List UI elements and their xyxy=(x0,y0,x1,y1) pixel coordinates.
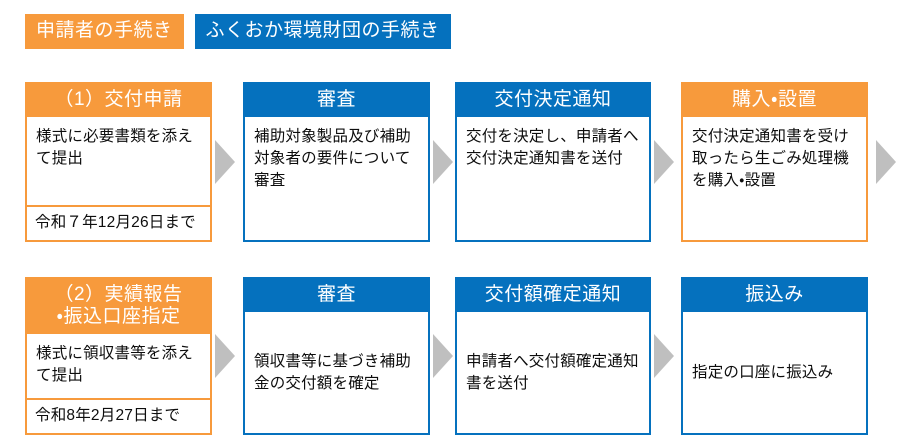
step-box-amount-confirmation-notice[interactable]: 交付額確定通知 申請者へ交付額確定通知書を送付 xyxy=(455,277,651,435)
step-box-bank-transfer[interactable]: 振込み 指定の口座に振込み xyxy=(681,277,868,435)
step-header: 交付決定通知 xyxy=(457,84,649,118)
flow-arrow-icon xyxy=(433,334,453,378)
flow-row-1: （1）交付申請 様式に必要書類を添えて提出 令和７年12月26日まで 審査 補助… xyxy=(0,82,901,242)
step-box-grant-decision-notice[interactable]: 交付決定通知 交付を決定し、申請者へ交付決定通知書を送付 xyxy=(455,82,651,242)
step-body: 交付決定通知書を受け取ったら生ごみ処理機を購入・設置 xyxy=(692,128,850,190)
step-header: 購入・設置 xyxy=(683,84,866,118)
step-header: 審査 xyxy=(245,279,428,313)
step-body: 様式に領収書等を添えて提出 xyxy=(36,345,194,385)
step-box-grant-application[interactable]: （1）交付申請 様式に必要書類を添えて提出 令和７年12月26日まで xyxy=(25,82,212,242)
step-header: 交付額確定通知 xyxy=(457,279,649,313)
step-box-screening-1[interactable]: 審査 補助対象製品及び補助対象者の要件について審査 xyxy=(243,82,430,242)
step-header: （1）交付申請 xyxy=(27,84,210,118)
step-body: 指定の口座に振込み xyxy=(692,363,834,381)
legend: 申請者の手続き ふくおか環境財団の手続き xyxy=(25,14,451,49)
step-box-screening-2[interactable]: 審査 領収書等に基づき補助金の交付額を確定 xyxy=(243,277,430,435)
step-body: 交付を決定し、申請者へ交付決定通知書を送付 xyxy=(466,128,639,168)
step-box-purchase-install[interactable]: 購入・設置 交付決定通知書を受け取ったら生ごみ処理機を購入・設置 xyxy=(681,82,868,242)
step-body: 補助対象製品及び補助対象者の要件について審査 xyxy=(254,128,412,190)
step-header: 振込み xyxy=(683,279,866,313)
step-deadline: 令和8年2月27日まで xyxy=(27,398,210,433)
flow-arrow-icon xyxy=(433,140,453,184)
step-deadline: 令和７年12月26日まで xyxy=(27,205,210,240)
flow-row-2: （2）実績報告 ・振込口座指定 様式に領収書等を添えて提出 令和8年2月27日ま… xyxy=(0,277,901,437)
step-header: （2）実績報告 ・振込口座指定 xyxy=(27,279,210,335)
step-body: 申請者へ交付額確定通知書を送付 xyxy=(466,352,639,392)
flow-arrow-icon-continue xyxy=(876,140,896,184)
flow-arrow-icon xyxy=(215,140,235,184)
step-body: 様式に必要書類を添えて提出 xyxy=(36,128,194,168)
step-body: 領収書等に基づき補助金の交付額を確定 xyxy=(254,352,412,392)
flow-arrow-icon xyxy=(215,334,235,378)
legend-chip-foundation: ふくおか環境財団の手続き xyxy=(194,14,451,49)
step-header: 審査 xyxy=(245,84,428,118)
flow-arrow-icon xyxy=(654,334,674,378)
flow-arrow-icon xyxy=(654,140,674,184)
legend-chip-applicant: 申請者の手続き xyxy=(25,14,184,49)
step-box-performance-report[interactable]: （2）実績報告 ・振込口座指定 様式に領収書等を添えて提出 令和8年2月27日ま… xyxy=(25,277,212,435)
